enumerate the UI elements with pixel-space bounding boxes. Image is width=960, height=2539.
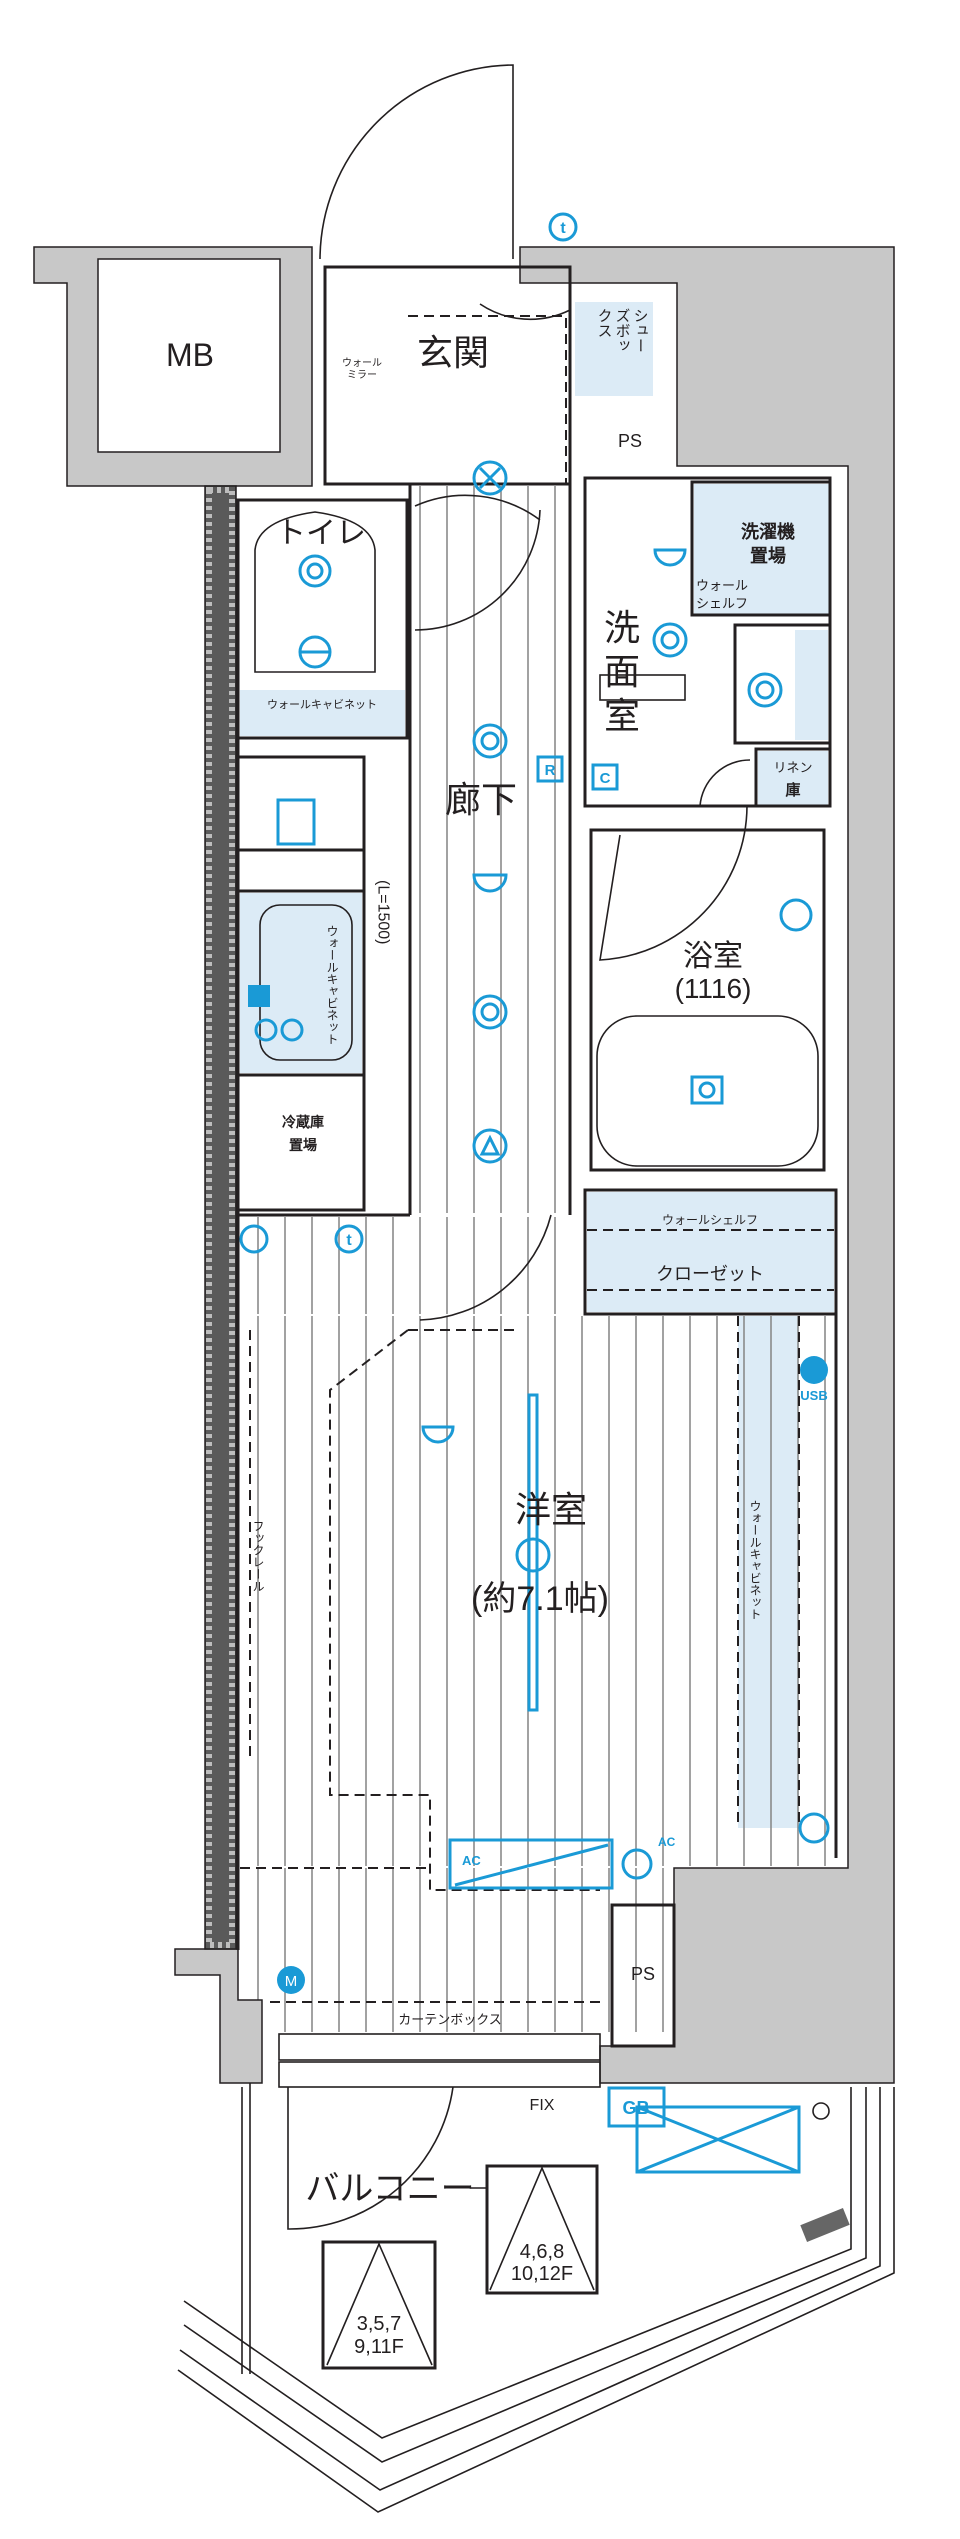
toilet-label: トイレ xyxy=(276,517,366,550)
tv-outlet-icon: t xyxy=(334,1224,364,1254)
svg-text:USB: USB xyxy=(800,1388,827,1403)
kitchen-length-label: (L=1500) xyxy=(375,880,392,945)
curtain-box-label: カーテンボックス xyxy=(398,2012,502,2027)
shoe-box-label: ズボッ xyxy=(614,308,631,353)
washroom-label: 室 xyxy=(604,695,640,736)
hatched-wall xyxy=(204,485,237,1950)
floor-marker-a: 3,5,7 9,11F xyxy=(321,2240,437,2370)
exhaust-fan-icon xyxy=(472,460,508,496)
toilet-light-icon xyxy=(298,554,332,588)
svg-text:M: M xyxy=(285,1973,298,1990)
washbasin-faucet-icon xyxy=(747,672,783,708)
storage-fills xyxy=(240,302,834,1828)
water-heater-icon xyxy=(635,2105,801,2174)
toilet-cabinet-label: ウォールキャビネット xyxy=(267,698,377,711)
flooring-lines xyxy=(257,486,826,2032)
balcony-outline xyxy=(177,2087,895,2513)
bathroom-size-label: (1116) xyxy=(675,973,752,1004)
kitchen-cabinet-label: ウォールキャビネット xyxy=(325,925,339,1045)
balcony-label: バルコニー xyxy=(305,2170,474,2208)
toilet-outlet-icon xyxy=(298,635,332,669)
svg-text:AC: AC xyxy=(462,1853,481,1868)
room-labels: MB 玄関 ウォール ミラー シュー ズボッ クス PS トイレ ウォールキャビ… xyxy=(166,308,813,2208)
kitchen-outlet-icon xyxy=(239,1224,269,1254)
sensor-light-icon xyxy=(472,1128,508,1164)
western-room-size-label: (約7.1帖) xyxy=(471,1580,609,1618)
washroom-wall-light-icon xyxy=(653,548,687,567)
equipment-symbols: t t R C USB AC AC M GB xyxy=(239,212,830,2174)
wall-light-icon xyxy=(472,873,508,893)
ceiling-light-icon xyxy=(472,723,508,759)
entrance-label: 玄関 xyxy=(417,332,489,373)
ceiling-light-icon xyxy=(472,994,508,1030)
shoe-box-label: シュー xyxy=(632,308,649,353)
kitchen-stove-icon xyxy=(276,798,316,846)
linen-label: 庫 xyxy=(785,781,800,799)
usb-outlet-icon: USB xyxy=(800,1356,828,1403)
ps-label-bottom: PS xyxy=(631,1964,655,1984)
right-cabinet-label: ウォールキャビネット xyxy=(748,1500,762,1620)
structural-walls xyxy=(33,246,895,2084)
floor-marker-b: 4,6,8 10,12F xyxy=(470,2164,599,2295)
floors-b-line2: 10,12F xyxy=(511,2263,573,2285)
floors-a-line1: 3,5,7 xyxy=(357,2313,401,2335)
wall-mirror-label: ウォール xyxy=(342,357,382,369)
kitchen-faucet-icon xyxy=(248,985,304,1042)
closet-shelf-label: ウォールシェルフ xyxy=(662,1213,758,1227)
svg-text:t: t xyxy=(560,220,566,237)
wall-shelf-label: シェルフ xyxy=(696,596,748,611)
fridge-space-label: 冷蔵庫 xyxy=(282,1114,324,1130)
svg-text:AC: AC xyxy=(658,1835,676,1849)
mb-label: MB xyxy=(166,337,214,373)
washroom-label: 面 xyxy=(604,651,640,692)
wall-mirror-label: ミラー xyxy=(347,369,377,381)
fix-window-label: FIX xyxy=(530,2097,555,2114)
remote-panel-icon: R xyxy=(536,755,564,783)
ac-outlet-icon: AC xyxy=(621,1835,676,1880)
tv-outlet-icon: t xyxy=(548,212,578,242)
svg-text:t: t xyxy=(346,1232,352,1249)
ps-label-top: PS xyxy=(618,431,642,451)
floors-b-line1: 4,6,8 xyxy=(520,2241,564,2263)
outlet-icon xyxy=(798,1812,830,1844)
control-panel-icon: C xyxy=(591,763,619,791)
laundry-space-label: 置場 xyxy=(750,546,786,566)
washroom-light-icon xyxy=(652,622,688,658)
wall-shelf-label: ウォール xyxy=(696,578,748,593)
floors-a-line2: 9,11F xyxy=(354,2336,404,2358)
washroom-label: 洗 xyxy=(604,607,640,648)
multimedia-outlet-icon: M xyxy=(277,1966,305,1994)
bathroom-label: 浴室 xyxy=(683,940,743,973)
linen-label: リネン xyxy=(773,760,812,775)
fridge-space-label: 置場 xyxy=(289,1137,317,1153)
bath-drain-icon xyxy=(690,1075,724,1105)
western-room-label: 洋室 xyxy=(515,1489,587,1530)
lighting-rail-icon xyxy=(515,1393,551,1712)
shoe-box-label: クス xyxy=(596,308,613,338)
faucet-icon xyxy=(812,2102,830,2120)
svg-text:R: R xyxy=(545,762,556,779)
air-conditioner-icon: AC xyxy=(448,1838,614,1890)
laundry-space-label: 洗濯機 xyxy=(741,521,795,542)
closet-label: クローゼット xyxy=(656,1264,764,1284)
bath-light-icon xyxy=(779,898,813,932)
bedroom-wall-light-icon xyxy=(421,1425,455,1444)
hook-rail-label: フックレール xyxy=(251,1520,265,1592)
svg-text:C: C xyxy=(600,770,611,787)
doors xyxy=(287,64,751,2230)
interior-walls xyxy=(236,265,838,2374)
corridor-label: 廊下 xyxy=(445,779,517,820)
